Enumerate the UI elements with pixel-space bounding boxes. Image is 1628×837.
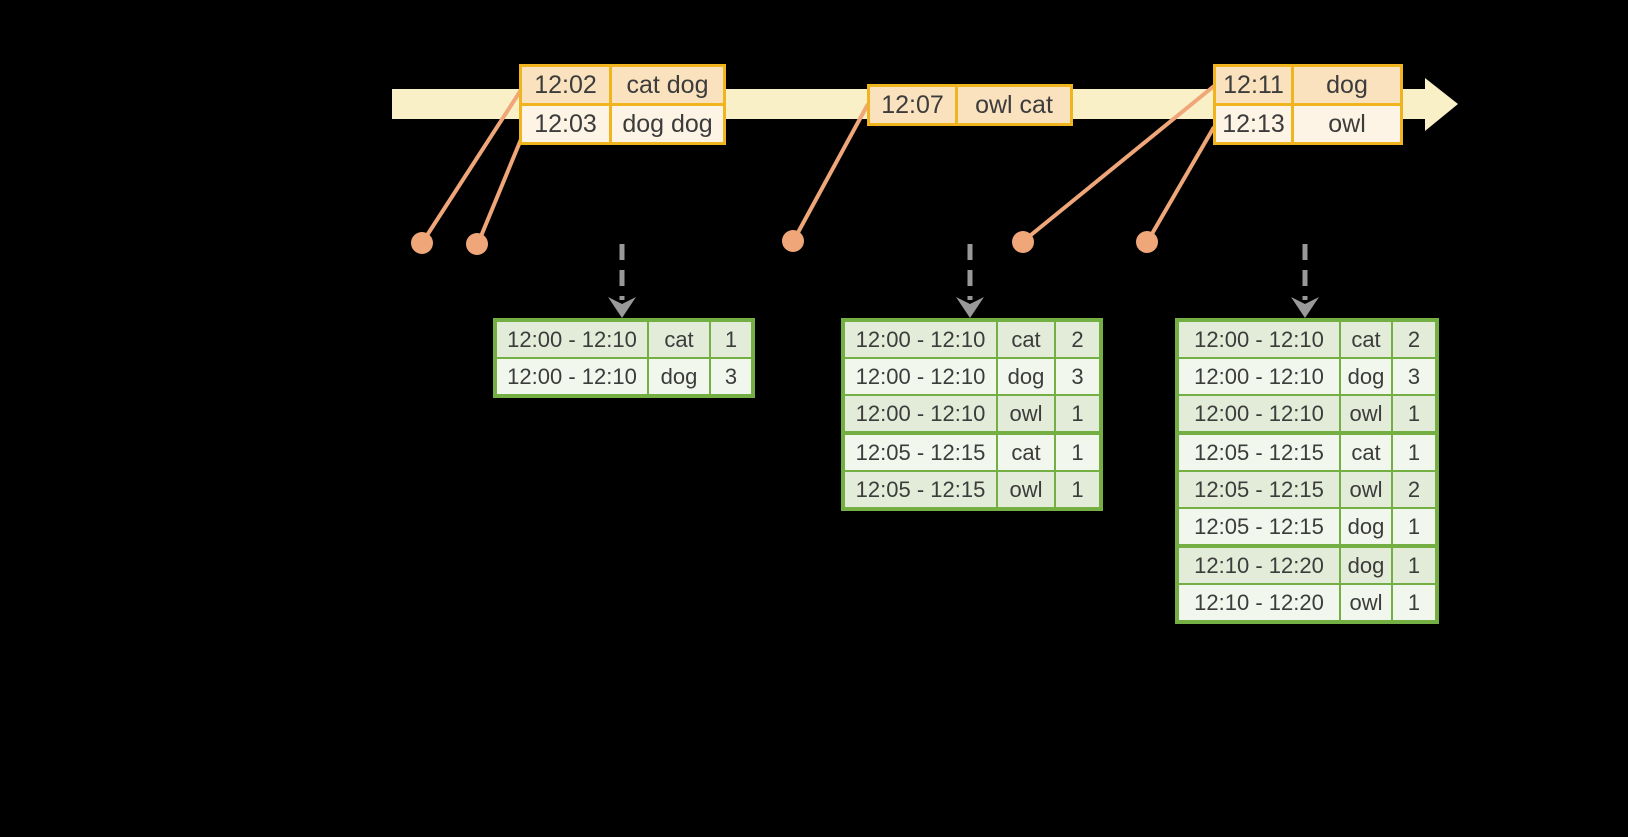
connector-line-1211 (1024, 84, 1216, 241)
event-time: 12:07 (870, 87, 955, 123)
result-row: 12:05 - 12:15 cat 1 (845, 431, 1099, 470)
count: 1 (1391, 548, 1435, 583)
result-row: 12:05 - 12:15 cat 1 (1179, 431, 1435, 470)
word: cat (996, 435, 1054, 470)
event-words: owl cat (955, 87, 1070, 123)
trigger-arrowhead-icon-1 (608, 297, 636, 318)
result-row: 12:05 - 12:15 owl 1 (845, 470, 1099, 507)
count: 1 (709, 322, 751, 357)
result-row: 12:05 - 12:15 owl 2 (1179, 470, 1435, 507)
event-words: cat dog (609, 67, 723, 103)
count: 3 (709, 359, 751, 394)
event-time: 12:13 (1216, 106, 1291, 142)
word: dog (1339, 548, 1391, 583)
timeline-arrowhead-icon (1425, 78, 1458, 131)
word: dog (1339, 509, 1391, 544)
window-range: 12:00 - 12:10 (845, 359, 996, 394)
window-range: 12:00 - 12:10 (1179, 396, 1339, 431)
count: 3 (1054, 359, 1099, 394)
result-row: 12:00 - 12:10 owl 1 (1179, 394, 1435, 431)
connector-line-1203 (477, 131, 526, 242)
event-dot-1203 (466, 233, 488, 255)
event-words: dog dog (609, 106, 723, 142)
window-range: 12:05 - 12:15 (1179, 435, 1339, 470)
count: 1 (1391, 435, 1435, 470)
trigger-arrowhead-icon-3 (1291, 297, 1319, 318)
result-table-3: 12:00 - 12:10 cat 2 12:00 - 12:10 dog 3 … (1175, 318, 1439, 624)
result-table-1: 12:00 - 12:10 cat 1 12:00 - 12:10 dog 3 (493, 318, 755, 398)
window-range: 12:05 - 12:15 (1179, 472, 1339, 507)
window-range: 12:00 - 12:10 (497, 359, 647, 394)
word: dog (996, 359, 1054, 394)
window-range: 12:10 - 12:20 (1179, 548, 1339, 583)
window-range: 12:05 - 12:15 (845, 472, 996, 507)
event-table-1: 12:02 cat dog 12:03 dog dog (519, 64, 726, 145)
event-row: 12:03 dog dog (522, 103, 723, 142)
window-range: 12:00 - 12:10 (845, 322, 996, 357)
count: 1 (1054, 435, 1099, 470)
result-row: 12:00 - 12:10 dog 3 (845, 357, 1099, 394)
result-row: 12:10 - 12:20 dog 1 (1179, 544, 1435, 583)
word: owl (1339, 585, 1391, 620)
result-row: 12:00 - 12:10 dog 3 (1179, 357, 1435, 394)
result-row: 12:00 - 12:10 cat 2 (1179, 322, 1435, 357)
word: cat (1339, 322, 1391, 357)
count: 1 (1391, 396, 1435, 431)
event-table-3: 12:11 dog 12:13 owl (1213, 64, 1403, 145)
count: 3 (1391, 359, 1435, 394)
event-table-2: 12:07 owl cat (867, 84, 1073, 126)
count: 2 (1391, 322, 1435, 357)
trigger-arrowhead-icon-2 (956, 297, 984, 318)
window-range: 12:05 - 12:15 (1179, 509, 1339, 544)
result-table-2: 12:00 - 12:10 cat 2 12:00 - 12:10 dog 3 … (841, 318, 1103, 511)
word: cat (647, 322, 709, 357)
event-time: 12:11 (1216, 67, 1291, 103)
connector-line-1202 (422, 88, 523, 242)
count: 2 (1391, 472, 1435, 507)
word: owl (1339, 472, 1391, 507)
result-row: 12:00 - 12:10 owl 1 (845, 394, 1099, 431)
window-range: 12:00 - 12:10 (1179, 359, 1339, 394)
event-words: owl (1291, 106, 1400, 142)
word: dog (1339, 359, 1391, 394)
event-words: dog (1291, 67, 1400, 103)
word: cat (996, 322, 1054, 357)
event-dot-1211 (1012, 231, 1034, 253)
event-dot-1213 (1136, 231, 1158, 253)
count: 1 (1054, 396, 1099, 431)
result-row: 12:00 - 12:10 cat 1 (497, 322, 751, 357)
count: 1 (1054, 472, 1099, 507)
event-row: 12:07 owl cat (870, 87, 1070, 123)
event-row: 12:02 cat dog (522, 67, 723, 103)
result-row: 12:00 - 12:10 dog 3 (497, 357, 751, 394)
window-range: 12:00 - 12:10 (1179, 322, 1339, 357)
count: 1 (1391, 585, 1435, 620)
event-dot-1202 (411, 232, 433, 254)
count: 1 (1391, 509, 1435, 544)
event-row: 12:11 dog (1216, 67, 1400, 103)
window-range: 12:10 - 12:20 (1179, 585, 1339, 620)
count: 2 (1054, 322, 1099, 357)
window-range: 12:05 - 12:15 (845, 435, 996, 470)
word: cat (1339, 435, 1391, 470)
connector-line-1207 (793, 103, 870, 239)
word: dog (647, 359, 709, 394)
result-row: 12:00 - 12:10 cat 2 (845, 322, 1099, 357)
word: owl (996, 396, 1054, 431)
window-range: 12:00 - 12:10 (497, 322, 647, 357)
result-row: 12:10 - 12:20 owl 1 (1179, 583, 1435, 620)
event-time: 12:02 (522, 67, 609, 103)
event-dot-1207 (782, 230, 804, 252)
connector-line-1213 (1147, 125, 1216, 241)
word: owl (996, 472, 1054, 507)
event-row: 12:13 owl (1216, 103, 1400, 142)
word: owl (1339, 396, 1391, 431)
event-time: 12:03 (522, 106, 609, 142)
window-range: 12:00 - 12:10 (845, 396, 996, 431)
result-row: 12:05 - 12:15 dog 1 (1179, 507, 1435, 544)
